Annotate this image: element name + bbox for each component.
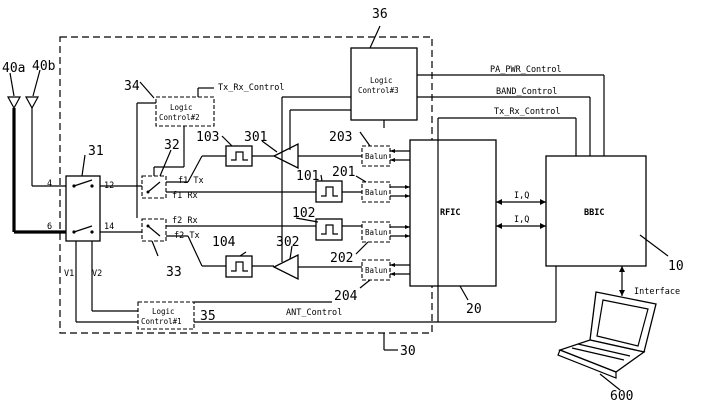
ref-600: 600 [610, 389, 633, 404]
signal-f2-tx: f2 Tx [174, 231, 200, 241]
signal-v1: V1 [64, 269, 74, 279]
signal-iq-1: I,Q [514, 191, 529, 201]
ref-203: 203 [329, 130, 352, 145]
port-12: 12 [104, 181, 114, 191]
balun-203 [361, 145, 391, 167]
ref-104: 104 [212, 235, 236, 250]
signal-band: BAND_Control [496, 87, 557, 97]
ref-202: 202 [330, 251, 353, 266]
logic2-line2: Control#2 [159, 113, 200, 122]
ref-101: 101 [296, 169, 319, 184]
ref-32: 32 [164, 138, 180, 153]
balun-202 [361, 221, 391, 243]
rfic-label: RFIC [440, 208, 460, 218]
logic-control-2 [155, 96, 215, 127]
laptop-600 [557, 291, 657, 379]
balun-204 [361, 259, 391, 281]
port-4: 4 [47, 179, 52, 189]
logic2-line1: Logic [170, 103, 193, 112]
ref-10: 10 [668, 259, 684, 274]
logic1-line1: Logic [152, 307, 175, 316]
ref-34: 34 [124, 79, 140, 94]
ref-40a: 40a [2, 61, 25, 76]
balun-204-label: Balun [365, 266, 388, 275]
bbic-block [545, 155, 647, 267]
balun-201-label: Balun [365, 188, 388, 197]
amplifier-302 [272, 253, 299, 281]
ref-40b: 40b [32, 59, 56, 74]
ref-201: 201 [332, 165, 355, 180]
balun-202-label: Balun [365, 228, 388, 237]
antenna-40a [6, 96, 22, 232]
amplifier-301 [272, 142, 299, 170]
bbic-label: BBIC [584, 208, 604, 218]
filter-103 [225, 145, 253, 167]
ref-103: 103 [196, 130, 219, 145]
ref-31: 31 [88, 144, 104, 159]
signal-v2: V2 [92, 269, 102, 279]
ref-302: 302 [276, 235, 299, 250]
signal-pa-pwr: PA_PWR_Control [490, 65, 562, 75]
ref-33: 33 [166, 265, 182, 280]
signal-txrx-logic2: Tx_Rx_Control [218, 83, 285, 93]
filter-102 [315, 218, 343, 241]
ref-36: 36 [372, 7, 388, 22]
balun-201 [361, 181, 391, 203]
logic3-line2: Control#3 [358, 86, 399, 95]
signal-f1-rx: f1 Rx [172, 191, 198, 201]
filter-104 [225, 255, 253, 278]
signal-txrx-bbic: Tx_Rx_Control [494, 107, 561, 117]
logic-control-3 [350, 47, 418, 121]
logic1-line2: Control#1 [141, 317, 182, 326]
antenna-40b [24, 96, 66, 187]
port-6: 6 [47, 222, 52, 232]
ref-301: 301 [244, 130, 267, 145]
rfic-block [409, 139, 497, 287]
ref-35: 35 [200, 309, 216, 324]
ref-20: 20 [466, 302, 482, 317]
signal-ant-control: ANT_Control [286, 308, 342, 318]
ref-102: 102 [292, 206, 315, 221]
balun-203-label: Balun [365, 152, 388, 161]
port-14: 14 [104, 222, 114, 232]
signal-f2-rx: f2 Rx [172, 216, 198, 226]
ref-204: 204 [334, 289, 358, 304]
signal-interface: Interface [634, 287, 680, 297]
filter-101 [315, 180, 343, 203]
signal-iq-2: I,Q [514, 215, 529, 225]
switch-33 [141, 218, 167, 242]
logic-control-1 [137, 301, 195, 330]
logic3-line1: Logic [370, 76, 393, 85]
switch-31 [65, 175, 101, 242]
ref-30: 30 [400, 344, 416, 359]
signal-f1-tx: f1 Tx [178, 176, 204, 186]
